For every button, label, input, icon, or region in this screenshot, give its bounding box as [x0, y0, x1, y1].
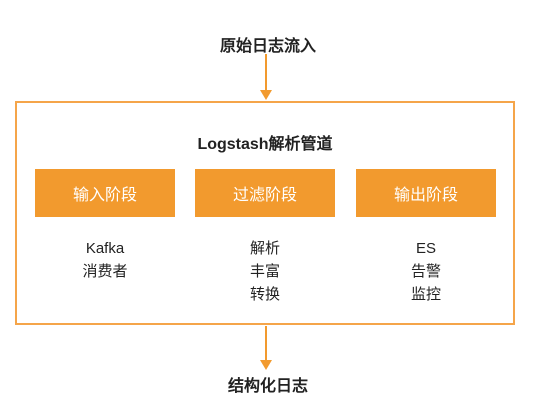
output-arrow-head [260, 360, 272, 370]
output-log-label: 结构化日志 [227, 378, 308, 395]
stage-label-input: 输入阶段 [72, 187, 137, 204]
stage-label-output: 输出阶段 [393, 187, 458, 204]
stage-detail-item: 告警 [410, 263, 441, 280]
stage-box-input: 输入阶段 [35, 169, 175, 217]
stage-detail-item: 消费者 [82, 263, 128, 280]
stage-detail-item: 解析 [249, 240, 280, 257]
input-arrow-head [260, 90, 272, 100]
stage-detail-item: 监控 [410, 286, 441, 303]
output-arrow-shaft [265, 326, 267, 360]
stage-detail-item: 丰富 [249, 263, 280, 280]
stage-details-output: ES 告警 监控 [356, 237, 496, 306]
pipeline-container: Logstash解析管道 输入阶段 过滤阶段 输出阶段 Kafka 消费者 解析… [15, 101, 515, 325]
input-arrow [260, 54, 272, 100]
stage-detail-item: 转换 [249, 286, 280, 303]
stage-detail-item: Kafka [85, 240, 125, 257]
input-log-label: 原始日志流入 [219, 38, 316, 55]
stage-details-filter: 解析 丰富 转换 [195, 237, 335, 306]
output-arrow [260, 326, 272, 370]
stage-box-filter: 过滤阶段 [195, 169, 335, 217]
input-arrow-shaft [265, 54, 267, 90]
stage-details-input: Kafka 消费者 [35, 237, 175, 283]
stage-detail-item: ES [415, 240, 436, 257]
pipeline-title: Logstash解析管道 [197, 136, 333, 153]
stage-label-filter: 过滤阶段 [232, 187, 297, 204]
stage-box-output: 输出阶段 [356, 169, 496, 217]
